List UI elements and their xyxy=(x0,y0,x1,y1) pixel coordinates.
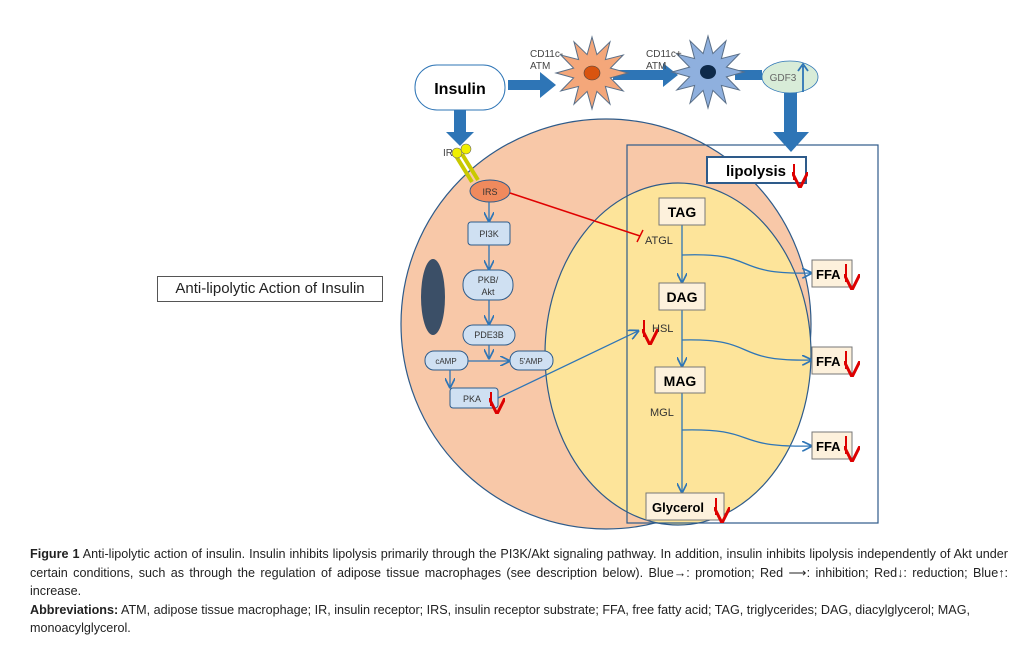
mag-box xyxy=(654,366,706,394)
pkb-label: PKB/ xyxy=(478,275,499,285)
ffa-box: FFA xyxy=(811,431,852,459)
pde3b-label: PDE3B xyxy=(474,330,504,340)
caption-text: Anti-lipolytic action of insulin. Insuli… xyxy=(30,547,1008,598)
irs-node xyxy=(469,179,511,203)
lipolysis-box xyxy=(706,156,807,184)
block-arrow xyxy=(508,72,556,98)
mag-label: MAG xyxy=(664,373,697,389)
abbreviations-text: ATM, adipose tissue macrophage; IR, insu… xyxy=(30,602,970,636)
5amp-label: 5'AMP xyxy=(519,357,542,366)
increase-arrow-icon xyxy=(797,62,809,92)
dag-label: DAG xyxy=(666,289,697,305)
mgl-label: MGL xyxy=(650,407,674,419)
atm-nucleus xyxy=(700,65,716,79)
figure-label: Figure 1 xyxy=(30,547,80,561)
irs-label: IRS xyxy=(482,187,497,197)
gdf3-label: GDF3 xyxy=(770,73,797,84)
abbreviations-paragraph: Abbreviations: ATM, adipose tissue macro… xyxy=(30,601,1008,638)
block-arrow xyxy=(613,63,678,87)
caption-paragraph: Figure 1 Anti-lipolytic action of insuli… xyxy=(30,545,1008,601)
ffa-label: FFA xyxy=(816,439,841,454)
tag-label: TAG xyxy=(668,204,697,220)
ffa-label: FFA xyxy=(816,354,841,369)
promotion-arrows xyxy=(450,202,811,492)
lipolysis-label: lipolysis xyxy=(726,163,786,180)
atm-nucleus xyxy=(583,65,601,81)
pka-label: PKA xyxy=(463,394,481,404)
abbreviations-label: Abbreviations: xyxy=(30,602,119,617)
block-arrow xyxy=(446,110,474,146)
dag-box xyxy=(658,282,706,311)
figure-title-box: Anti-lipolytic Action of Insulin xyxy=(157,276,383,302)
insulin-receptor xyxy=(454,152,480,184)
lipid-droplet xyxy=(544,182,812,526)
atm-label: ATM xyxy=(646,61,666,72)
ffa-box: FFA xyxy=(811,346,852,374)
ffa-label: FFA xyxy=(816,267,841,282)
insulin-label: Insulin xyxy=(434,81,486,98)
pi3k-label: PI3K xyxy=(479,229,499,239)
tag-box xyxy=(658,197,706,226)
block-arrow xyxy=(773,92,809,152)
cd11c-minus-label: CD11c- xyxy=(530,49,563,60)
hsl-label: HSL xyxy=(652,323,673,335)
cd11c-plus-label: CD11c+ xyxy=(646,49,682,60)
atm-label: ATM xyxy=(530,61,550,72)
glycerol-label: Glycerol xyxy=(652,500,704,515)
lipolysis-frame xyxy=(626,144,879,524)
akt-label: Akt xyxy=(481,287,495,297)
ir-label: IR xyxy=(443,148,453,159)
inhibition-line xyxy=(509,192,641,237)
gdf3-node xyxy=(761,60,819,94)
figure-caption: Figure 1 Anti-lipolytic action of insuli… xyxy=(30,545,1008,638)
camp-label: cAMP xyxy=(435,357,456,366)
receptor-head xyxy=(451,147,463,159)
glycerol-box xyxy=(645,492,725,521)
atgl-label: ATGL xyxy=(645,235,673,247)
nucleus xyxy=(421,259,445,335)
receptor-head xyxy=(460,143,472,155)
insulin-pathway-diagram: Insulin CD11c- ATM CD11c+ ATM GDF3 IR IR… xyxy=(400,34,879,530)
ffa-box: FFA xyxy=(811,259,852,287)
inhibition-bar xyxy=(636,229,644,243)
